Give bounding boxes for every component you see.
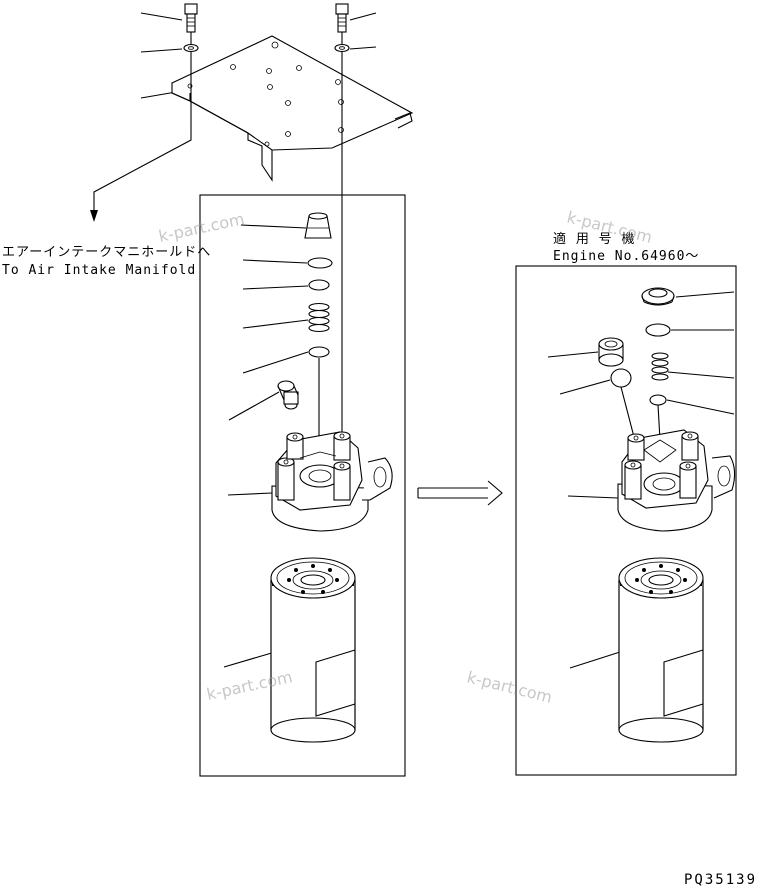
manifold-label-en: To Air Intake Manifold <box>2 263 196 278</box>
right-spring <box>651 352 669 381</box>
left-seat-disc <box>308 279 330 291</box>
watermark-1: k-part.com <box>157 209 246 246</box>
right-ball <box>610 368 632 388</box>
manifold-arrow <box>90 132 192 222</box>
drawing-code: PQ35139 <box>684 872 757 887</box>
change-arrow <box>417 480 503 506</box>
left-filter-cartridge <box>270 557 356 743</box>
bolt-left <box>184 3 198 33</box>
bolt-right <box>335 3 349 33</box>
left-plug <box>277 380 299 410</box>
manifold-label-jp: エアーインテークマニホールドへ <box>2 245 211 260</box>
left-leader-lines <box>223 224 309 668</box>
right-leader-lines <box>547 291 735 669</box>
mounting-bracket <box>171 32 414 432</box>
applicable-label-jp: 適 用 号 機 <box>553 231 635 247</box>
right-valve-disc <box>649 394 667 406</box>
left-snap-ring <box>307 257 333 269</box>
left-spring <box>308 302 330 333</box>
left-valve-disc <box>308 346 330 358</box>
right-assembly-frame <box>515 265 737 776</box>
washer-right <box>334 43 350 53</box>
engine-number-label: Engine No.64960～ <box>553 249 699 264</box>
washer-left <box>183 43 199 53</box>
watermark-4: k-part.com <box>465 667 554 707</box>
right-valve-cap <box>641 287 675 306</box>
left-valve-cap <box>304 212 332 239</box>
leader-lines-top <box>140 12 377 99</box>
left-filter-head <box>271 431 393 532</box>
right-filter-head <box>617 429 736 532</box>
right-seat-disc <box>645 323 671 337</box>
left-assembly-frame <box>199 194 406 777</box>
right-filter-cartridge <box>618 557 704 743</box>
right-plug <box>598 337 624 367</box>
